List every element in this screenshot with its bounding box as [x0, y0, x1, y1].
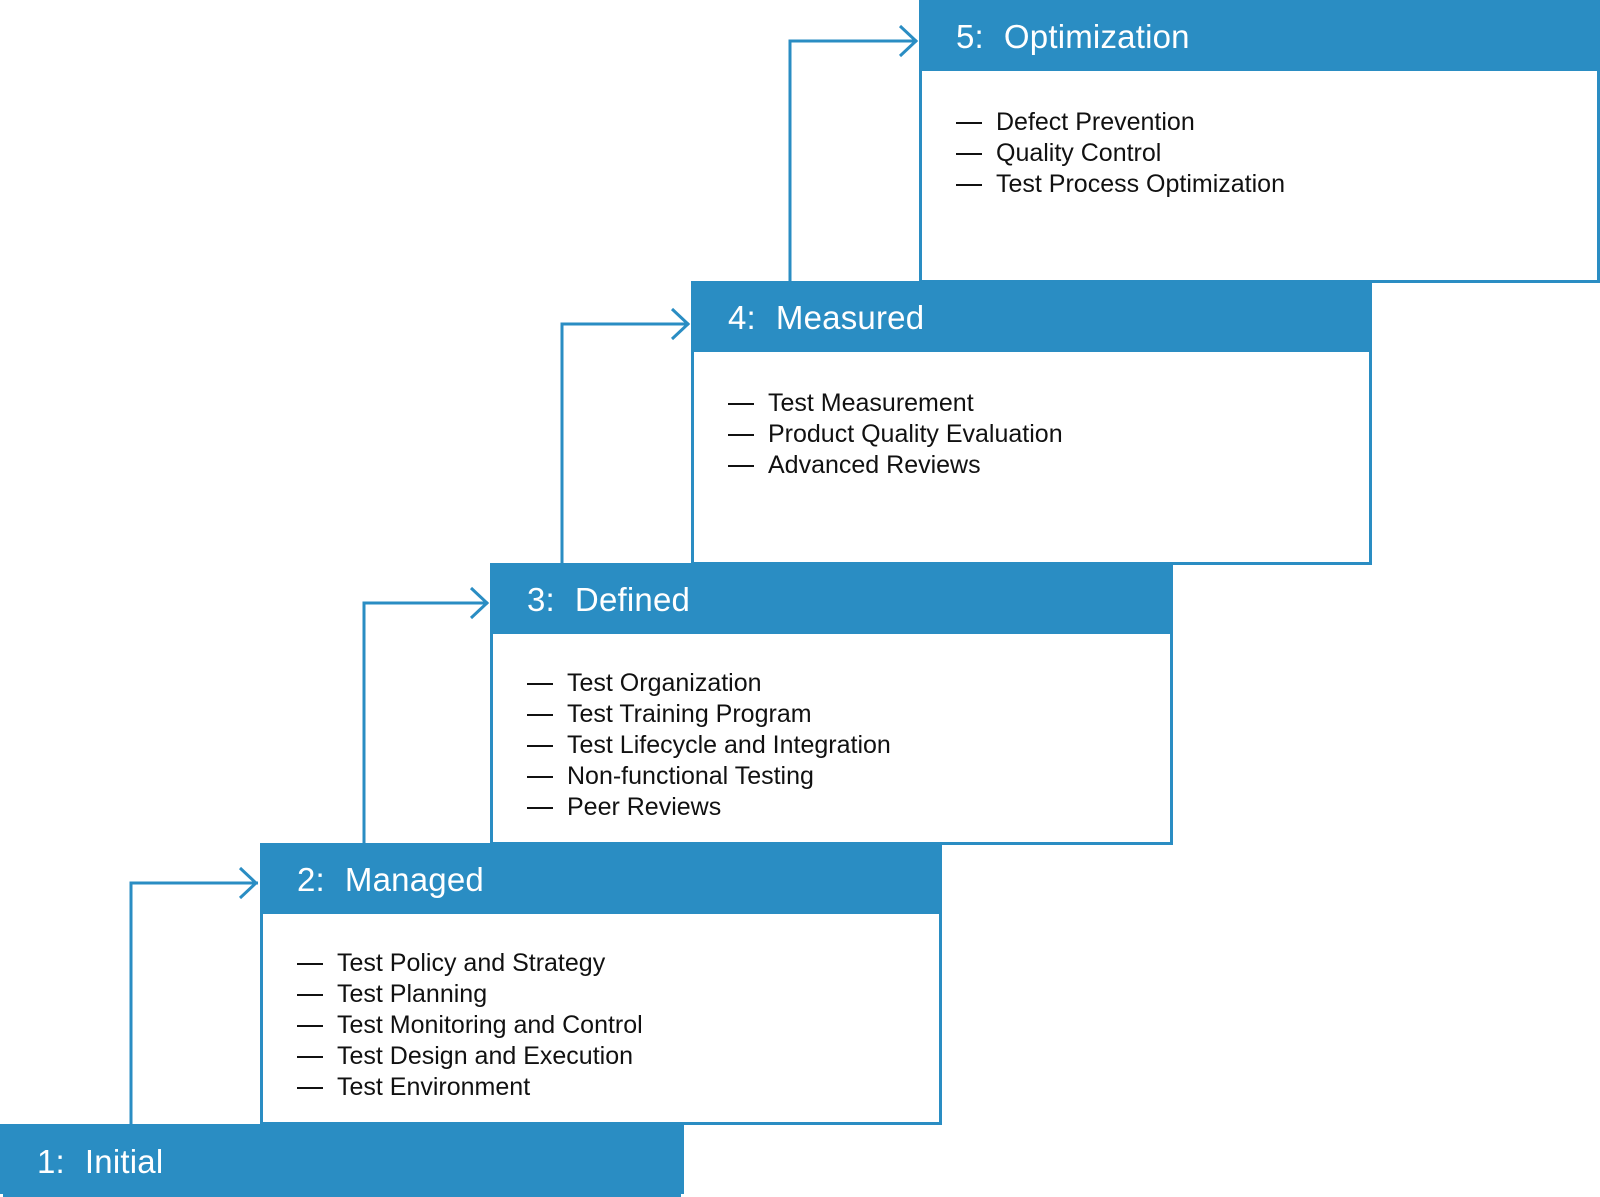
list-item-text: Non-functional Testing [567, 762, 814, 790]
list-item-text: Test Measurement [768, 389, 974, 417]
list-item: Test Design and Execution [297, 1041, 643, 1072]
dash-bullet [527, 744, 553, 747]
list-item: Non-functional Testing [527, 761, 891, 792]
level-number: 2: [297, 861, 325, 898]
list-item: Test Policy and Strategy [297, 948, 643, 979]
dash-bullet [527, 806, 553, 809]
connector-arrowhead-2-to-3 [469, 586, 490, 620]
dash-bullet [728, 464, 754, 467]
list-item-text: Advanced Reviews [768, 451, 981, 479]
list-item-text: Peer Reviews [567, 793, 722, 821]
list-item: Test Lifecycle and Integration [527, 730, 891, 761]
connector-arrow-3-to-4 [560, 322, 689, 563]
connector-arrowhead-1-to-2 [238, 866, 259, 900]
dash-bullet [728, 402, 754, 405]
list-item: Test Monitoring and Control [297, 1010, 643, 1041]
list-item: Quality Control [956, 138, 1285, 169]
level-title: Initial [84, 1143, 164, 1180]
connector-arrow-2-to-3 [362, 601, 488, 843]
list-item: Defect Prevention [956, 107, 1285, 138]
list-item: Test Process Optimization [956, 169, 1285, 200]
level-3-defined: 3: Defined Test Organization Test Traini… [490, 563, 1173, 845]
dash-bullet [297, 1055, 323, 1058]
level-item-list: Defect Prevention Quality Control Test P… [956, 107, 1285, 200]
list-item-text: Test Environment [337, 1073, 531, 1101]
connector-arrow-4-to-5 [788, 39, 917, 281]
level-number: 4: [728, 299, 756, 336]
list-item: Test Training Program [527, 699, 891, 730]
level-number: 5: [956, 18, 984, 55]
list-item-text: Test Design and Execution [337, 1042, 634, 1070]
level-title: Managed [344, 861, 484, 898]
dash-bullet [297, 1024, 323, 1027]
list-item-text: Test Training Program [567, 700, 812, 728]
dash-bullet [728, 433, 754, 436]
connector-arrowhead-4-to-5 [898, 24, 919, 58]
list-item: Test Organization [527, 668, 891, 699]
dash-bullet [956, 183, 982, 186]
list-item: Test Environment [297, 1072, 643, 1103]
level-header: 3: Defined [493, 566, 1170, 634]
connector-arrowhead-3-to-4 [670, 307, 691, 341]
dash-bullet [297, 993, 323, 996]
connector-arrow-1-to-2 [129, 881, 258, 1124]
level-header: 2: Managed [263, 846, 939, 914]
dash-bullet [527, 682, 553, 685]
dash-bullet [527, 713, 553, 716]
level-number: 3: [527, 581, 555, 618]
list-item: Advanced Reviews [728, 450, 1063, 481]
level-item-list: Test Policy and Strategy Test Planning T… [297, 948, 643, 1103]
list-item-text: Product Quality Evaluation [768, 420, 1063, 448]
list-item-text: Test Monitoring and Control [337, 1011, 643, 1039]
level-header: 5: Optimization [922, 3, 1597, 71]
level-5-optimization: 5: Optimization Defect Prevention Qualit… [919, 0, 1600, 283]
dash-bullet [956, 121, 982, 124]
list-item-text: Test Policy and Strategy [337, 949, 606, 977]
list-item: Peer Reviews [527, 792, 891, 823]
dash-bullet [297, 962, 323, 965]
dash-bullet [297, 1086, 323, 1089]
level-number: 1: [37, 1143, 65, 1180]
list-item-text: Test Organization [567, 669, 762, 697]
level-1-initial: 1: Initial [0, 1124, 684, 1197]
list-item-text: Quality Control [996, 139, 1162, 167]
level-item-list: Test Measurement Product Quality Evaluat… [728, 388, 1063, 481]
list-item: Test Measurement [728, 388, 1063, 419]
list-item-text: Test Process Optimization [996, 170, 1285, 198]
list-item: Test Planning [297, 979, 643, 1010]
level-title: Defined [574, 581, 691, 618]
level-title: Optimization [1003, 18, 1190, 55]
list-item-text: Test Lifecycle and Integration [567, 731, 891, 759]
dash-bullet [956, 152, 982, 155]
dash-bullet [527, 775, 553, 778]
list-item-text: Test Planning [337, 980, 488, 1008]
level-item-list: Test Organization Test Training Program … [527, 668, 891, 823]
level-2-managed: 2: Managed Test Policy and Strategy Test… [260, 843, 942, 1125]
list-item-text: Defect Prevention [996, 108, 1195, 136]
level-title: Measured [775, 299, 925, 336]
level-header: 4: Measured [694, 284, 1369, 352]
level-header: 1: Initial [3, 1127, 681, 1197]
level-4-measured: 4: Measured Test Measurement Product Qua… [691, 281, 1372, 565]
list-item: Product Quality Evaluation [728, 419, 1063, 450]
